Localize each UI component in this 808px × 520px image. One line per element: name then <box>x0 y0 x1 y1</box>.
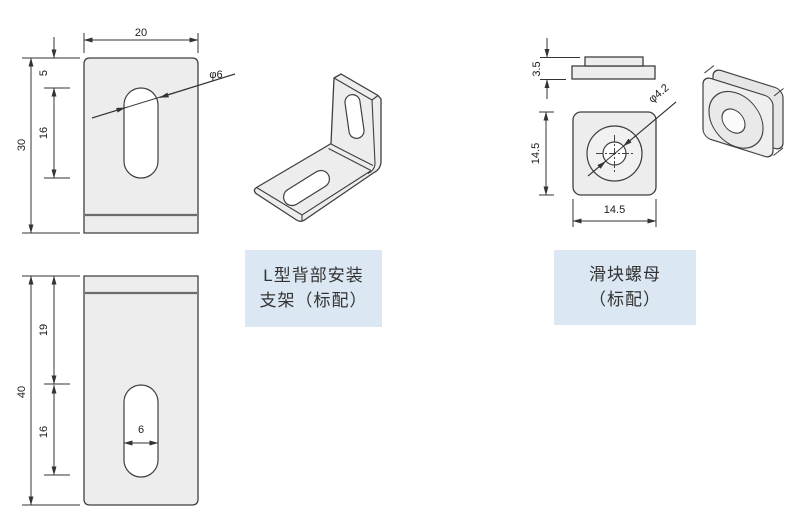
bracket-top-view: 20 30 5 16 φ6 <box>16 27 236 234</box>
bracket-3d-bend-line-1 <box>330 143 374 166</box>
nut-front-view: 14.5 14.5 φ4.2 <box>530 82 677 227</box>
nut-label-line2: （标配） <box>589 289 661 309</box>
dim-bracket2-slot-length: 16 <box>38 426 50 438</box>
dim-nut-height: 14.5 <box>530 143 542 164</box>
bracket-3d-bend-line-2 <box>328 148 372 171</box>
bracket-label-line2: 支架（标配） <box>259 290 368 310</box>
bracket-3d-body <box>253 73 382 222</box>
dim-bracket-slot-length: 16 <box>38 127 50 139</box>
dim-bracket2-slot-width: 6 <box>138 424 144 436</box>
dim-bracket2-height: 40 <box>16 386 28 398</box>
dim-bracket-height: 30 <box>16 139 28 151</box>
dim-nut-hole-dia: φ4.2 <box>647 82 672 106</box>
nut-label-line1: 滑块螺母 <box>589 265 661 285</box>
leader-arrow <box>159 73 236 98</box>
nut-label-box: 滑块螺母 （标配） <box>554 250 696 325</box>
bracket-3d-view <box>253 73 382 222</box>
bracket-label-line1: L型背部安装 <box>263 266 364 286</box>
bracket-3d-corner-edge <box>371 95 379 101</box>
bracket-3d-outer-bend <box>367 162 376 174</box>
bracket-3d-base-slot <box>282 169 331 207</box>
nut-3d-edge <box>704 65 715 74</box>
bracket-top-slot <box>123 87 159 179</box>
nut-side-step <box>584 56 644 67</box>
dim-nut-thickness: 3.5 <box>531 61 543 76</box>
dim-bracket-width: 20 <box>135 27 147 39</box>
dim-bracket-top-offset: 5 <box>38 70 50 76</box>
leader-arrow <box>91 107 126 119</box>
dim-bracket-hole-dia: φ6 <box>209 69 222 81</box>
nut-side-base <box>571 65 656 80</box>
bracket-label-box: L型背部安装 支架（标配） <box>245 250 382 327</box>
nut-3d-edge <box>773 147 784 156</box>
dim-nut-width: 14.5 <box>604 204 625 216</box>
bracket-3d-vertical-slot <box>344 94 365 139</box>
dim-bracket2-top-offset: 19 <box>38 324 50 336</box>
nut-side-view: 3.5 <box>531 38 656 99</box>
leader-arrow <box>623 101 677 147</box>
bracket-bottom-view: 40 19 16 6 <box>16 275 199 506</box>
nut-3d-view <box>702 65 784 158</box>
leader-arrow <box>587 161 606 177</box>
bracket-bottom-slot <box>123 384 159 478</box>
nut-3d-edge <box>773 88 784 97</box>
nut-3d-hole <box>721 108 746 134</box>
